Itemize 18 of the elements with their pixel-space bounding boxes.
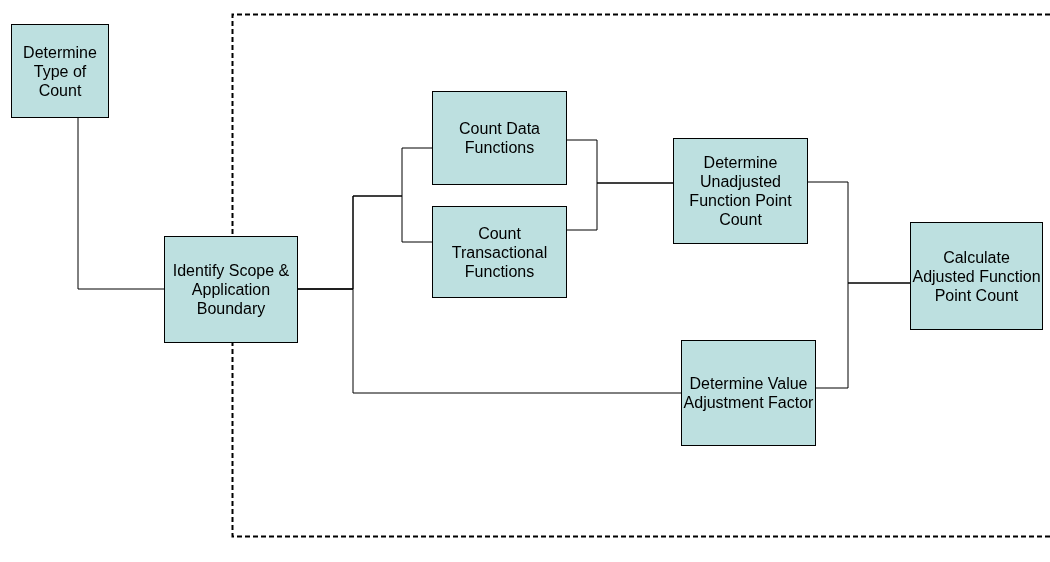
process-box: [681, 340, 816, 446]
process-box: [910, 222, 1043, 330]
process-box: [432, 206, 567, 298]
box-label: Determine Unadjusted Function Point Count: [688, 153, 793, 229]
connector-line: [77, 117, 165, 290]
box-label: Count Transactional Functions: [450, 223, 549, 281]
process-box: [432, 91, 567, 185]
process-box: [11, 24, 109, 118]
connector-line: [815, 282, 911, 389]
process-box: [673, 138, 808, 244]
process-box: [164, 236, 298, 343]
connector-line: [297, 288, 682, 394]
box-label: Identify Scope & Application Boundary: [171, 261, 291, 318]
box-label: Calculate Adjusted Function Point Count: [911, 247, 1042, 305]
box-label: Determine Value Adjustment Factor: [682, 374, 815, 412]
box-label: Count Data Functions: [458, 119, 541, 157]
connector-line: [566, 182, 674, 231]
box-label: Determine Type of Count: [22, 42, 98, 100]
